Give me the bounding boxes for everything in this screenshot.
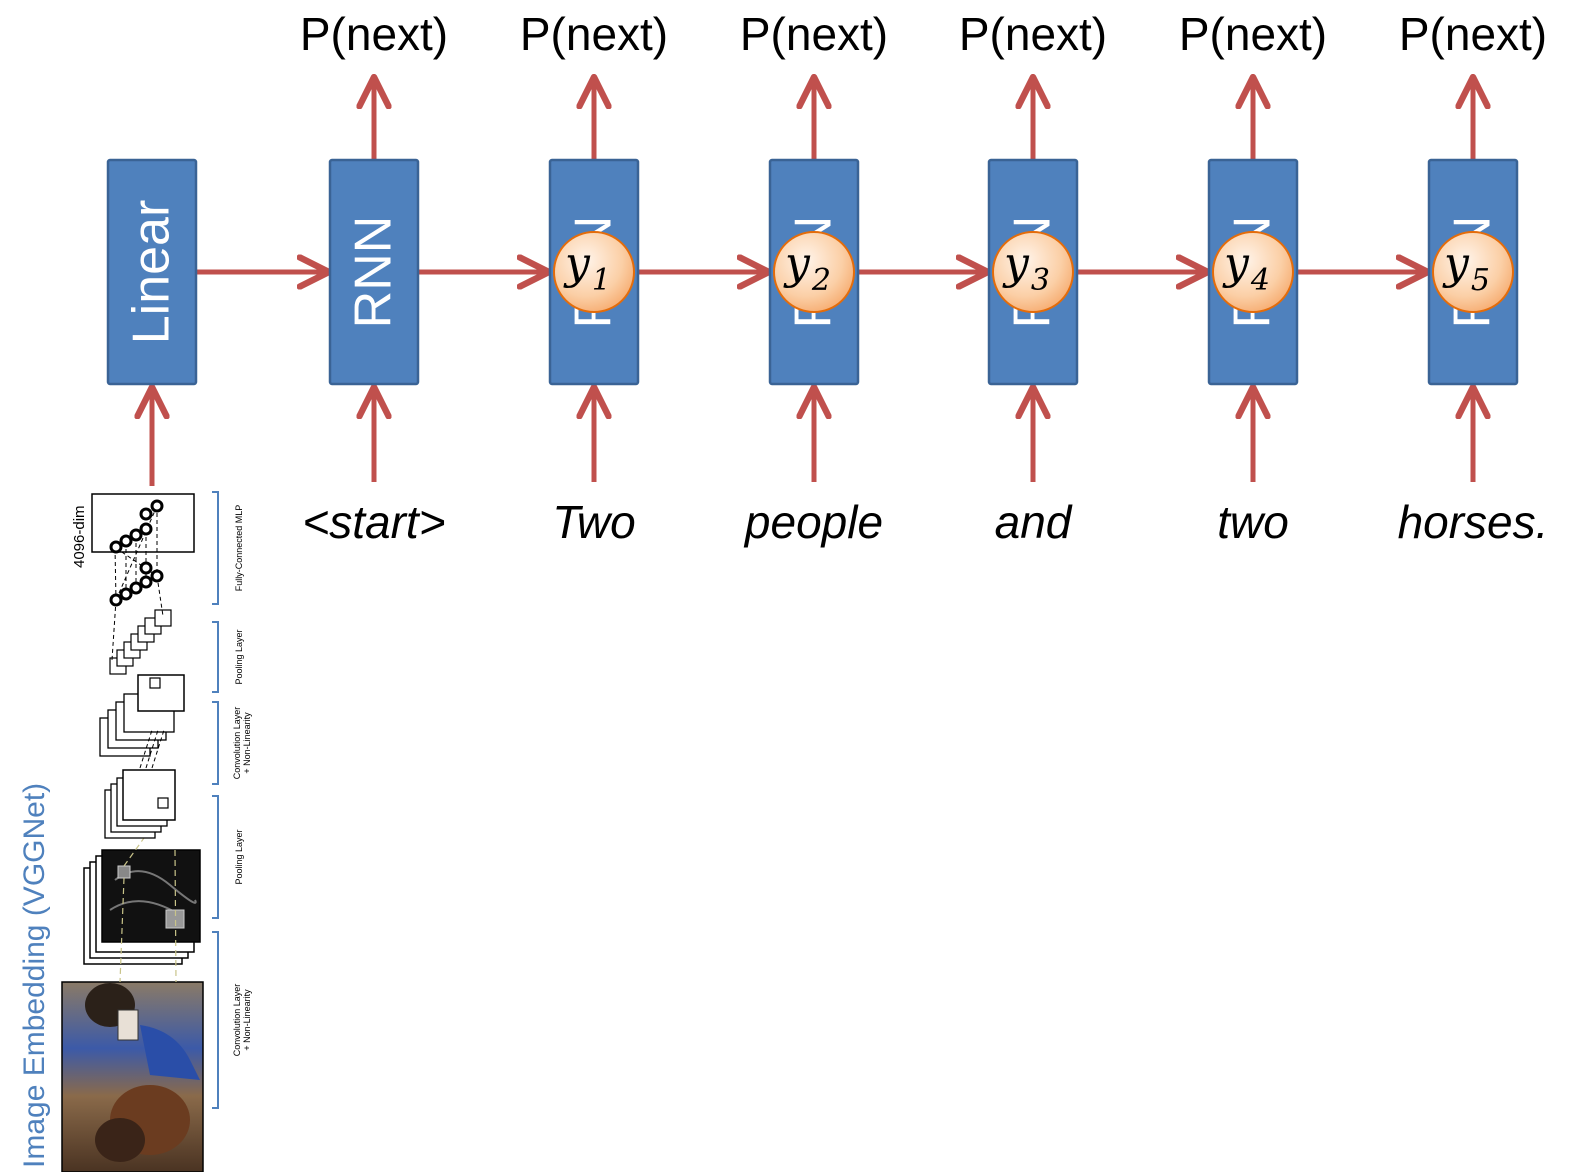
layer-bracket: Fully-Connected MLP [212,491,244,605]
layer-bracket: Convolution Layer+ Non-Linearity [212,931,252,1109]
input-word: Two [552,496,636,548]
output-label: P(next) [1179,8,1327,60]
conv-stack-1 [83,809,201,983]
layer-boxes: LinearRNNRNNRNNRNNRNNRNN [106,158,1519,386]
box-label: RNN [345,216,403,329]
input-word: people [743,496,883,548]
prediction-node: y4 [1212,231,1294,313]
output-labels: P(next) P(next) P(next) P(next) P(next) P(nex… [300,8,1547,60]
layer-bracket: Pooling Layer [212,621,244,693]
output-label: P(next) [959,8,1107,60]
prediction-node: y1 [553,231,635,313]
vggnet-illustration: 4096-dim Fully-Connected MLP Pooling Laye… [18,491,252,1172]
prediction-label: y1 [563,238,611,298]
prediction-label: y3 [1002,238,1050,298]
layer-label: Pooling Layer [234,829,244,884]
layer-label: Convolution Layer+ Non-Linearity [232,707,252,780]
layer-label: Fully-Connected MLP [234,505,244,592]
output-label: P(next) [300,8,448,60]
layer-bracket: Pooling Layer [212,795,244,919]
input-word: two [1217,496,1289,548]
pool-stack-1 [104,769,176,839]
layer-label: Pooling Layer [234,629,244,684]
layer-bracket: Convolution Layer+ Non-Linearity [212,701,252,785]
input-word: horses. [1398,496,1549,548]
rnn-box: RNN [328,158,420,386]
prediction-nodes: y1 y2 y3 y4 y5 [553,231,1514,313]
box-label: Linear [123,200,181,345]
layer-label: Convolution Layer+ Non-Linearity [232,984,252,1057]
prediction-label: y5 [1442,238,1490,298]
conv-stack-2 [99,674,185,769]
prediction-label: y2 [783,238,831,298]
input-word: and [995,496,1073,548]
input-photo [61,981,204,1172]
pool-stack-2 [109,609,172,675]
output-label: P(next) [1399,8,1547,60]
dim-label: 4096-dim [71,505,88,568]
linear-box: Linear [106,158,198,386]
mlp-layers: 4096-dim [71,493,195,661]
io-arrows [152,80,1473,486]
prediction-node: y2 [773,231,855,313]
prediction-label: y4 [1222,238,1270,298]
output-label: P(next) [520,8,668,60]
image-embedding-title: Image Embedding (VGGNet) [18,783,51,1168]
prediction-node: y5 [1432,231,1514,313]
output-label: P(next) [740,8,888,60]
input-words: <start> Two people and two horses. [302,496,1548,548]
input-word: <start> [302,496,445,548]
prediction-node: y3 [992,231,1074,313]
